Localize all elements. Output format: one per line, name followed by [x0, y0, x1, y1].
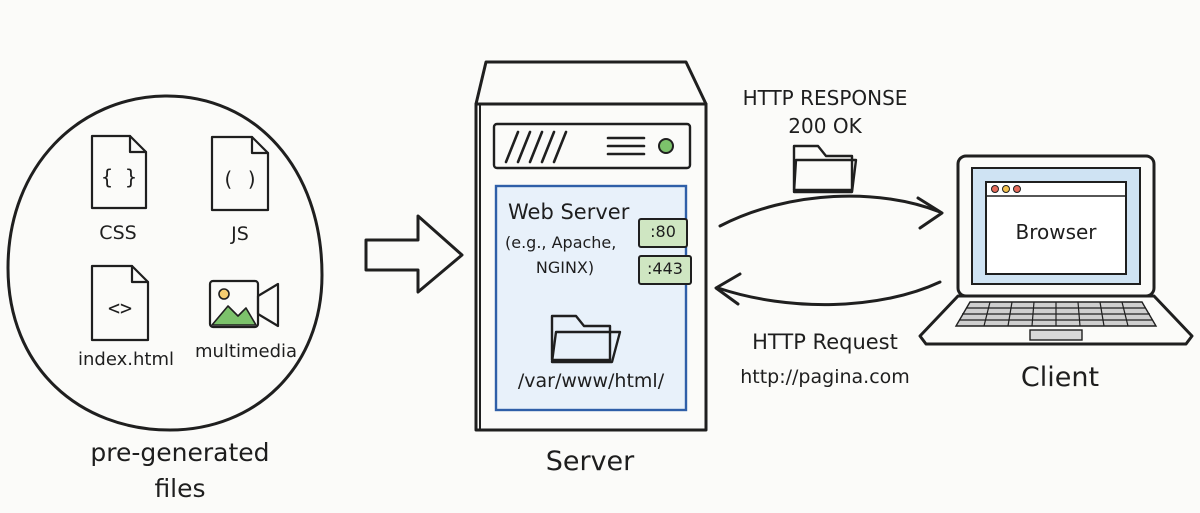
browser-window: [985, 181, 1127, 275]
js-file-glyph: ( ): [222, 167, 258, 191]
browser-dot-min: [1002, 185, 1010, 193]
files-to-server-arrow: [364, 214, 464, 294]
css-file-icon: { }: [90, 134, 148, 210]
web-server-example-line2: NGINX): [535, 258, 595, 277]
browser-dot-max: [1013, 185, 1021, 193]
port-badge-80: [638, 218, 688, 248]
laptop-base: [918, 294, 1194, 346]
js-file-icon: ( ): [210, 135, 270, 212]
multimedia-label: multimedia: [194, 341, 298, 362]
index-html-label: index.html: [78, 349, 174, 370]
js-label: JS: [231, 223, 249, 245]
port-80-label: :80: [650, 222, 676, 241]
response-line2: 200 OK: [788, 114, 862, 138]
web-server-title: Web Server: [508, 200, 630, 224]
port-443-label: :443: [647, 259, 683, 278]
browser-label: Browser: [1015, 220, 1097, 244]
css-label: CSS: [99, 222, 137, 244]
html-file-icon: <>: [90, 264, 150, 342]
files-caption-line2: files: [154, 474, 206, 503]
html-file-glyph: <>: [108, 296, 132, 320]
port-badge-443: [638, 255, 692, 285]
server-top: [474, 60, 708, 106]
server-body: [474, 102, 708, 432]
client-caption: Client: [1020, 362, 1100, 393]
web-server-example-line1: (e.g., Apache,: [505, 233, 617, 252]
browser-dot-close: [991, 185, 999, 193]
css-file-glyph: { }: [101, 165, 137, 189]
response-line1: HTTP RESPONSE: [742, 86, 908, 110]
files-caption-line1: pre-generated: [90, 438, 270, 467]
request-line2: http://pagina.com: [740, 366, 910, 388]
response-arrow: [718, 194, 942, 228]
server-folder-icon: [550, 314, 622, 364]
files-circle: [6, 94, 324, 432]
laptop-touchpad: [1029, 329, 1083, 341]
server-caption: Server: [545, 446, 635, 477]
server-drive-bay: [492, 122, 692, 170]
server-status-light: [658, 138, 674, 154]
request-arrow: [716, 280, 942, 307]
response-folder-icon: [792, 144, 858, 194]
request-line1: HTTP Request: [752, 330, 898, 354]
web-root-path: /var/www/html/: [517, 370, 665, 392]
video-media-icon: [208, 279, 280, 329]
